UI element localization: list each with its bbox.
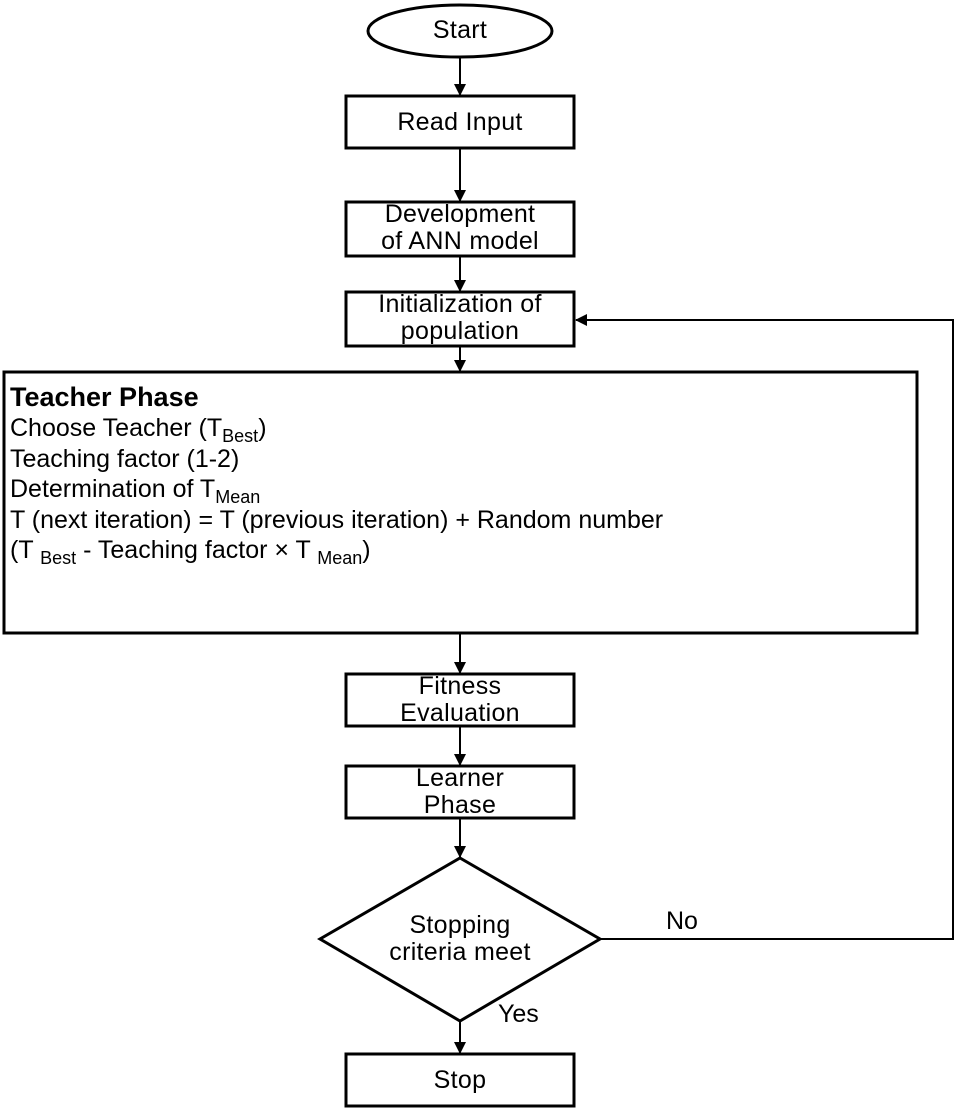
t-best-subscript: Best	[222, 426, 259, 446]
formula-best-subscript: Best	[40, 548, 77, 568]
decision-line-1: Stopping	[409, 911, 511, 939]
determination-line: Determination of TMean	[10, 474, 915, 507]
teacher-phase-title: Teacher Phase	[10, 382, 199, 412]
choose-teacher-text: Choose Teacher (T	[10, 414, 223, 442]
initialization-line-1: Initialization of	[378, 290, 542, 318]
fitness-line-1: Fitness	[418, 672, 502, 700]
development-label: Development of ANN model	[346, 201, 574, 255]
development-line-2: of ANN model	[381, 227, 539, 255]
determination-text: Determination of T	[10, 475, 216, 503]
update-rule-line: T (next iteration) = T (previous iterati…	[10, 505, 664, 534]
choose-teacher-close: )	[258, 414, 267, 442]
teacher-phase-content: Teacher Phase Choose Teacher (TBest) Tea…	[10, 382, 915, 568]
teaching-factor-line: Teaching factor (1-2)	[10, 444, 240, 473]
yes-edge-label: Yes	[498, 1000, 539, 1028]
teacher-phase-box	[2, 370, 919, 635]
t-mean-subscript: Mean	[215, 487, 261, 507]
formula-middle: - Teaching factor × T	[76, 536, 318, 564]
initialization-label: Initialization of population	[346, 291, 574, 345]
initialization-box	[344, 290, 576, 348]
development-line-1: Development	[384, 200, 536, 228]
fitness-label: Fitness Evaluation	[346, 673, 574, 727]
learner-label: Learner Phase	[346, 765, 574, 819]
arrow-no-loop-back	[575, 314, 954, 940]
learner-line-2: Phase	[423, 791, 497, 819]
fitness-line-2: Evaluation	[400, 699, 520, 727]
formula-open: (T	[10, 536, 41, 564]
read-input-label: Read Input	[397, 108, 523, 136]
formula-close: )	[362, 536, 371, 564]
no-edge-label: No	[666, 907, 698, 935]
decision-line-2: criteria meet	[389, 938, 531, 966]
formula-line: (T Best - Teaching factor × T Mean)	[10, 535, 915, 568]
formula-mean-subscript: Mean	[317, 548, 363, 568]
learner-line-1: Learner	[415, 764, 505, 792]
stop-label: Stop	[433, 1066, 487, 1094]
initialization-line-2: population	[400, 317, 520, 345]
stop-box	[344, 1052, 576, 1108]
development-box	[344, 200, 576, 258]
start-label: Start	[432, 16, 488, 44]
decision-label: Stopping criteria meet	[330, 912, 590, 966]
read-input-box	[344, 94, 576, 150]
choose-teacher-line: Choose Teacher (TBest)	[10, 413, 915, 446]
